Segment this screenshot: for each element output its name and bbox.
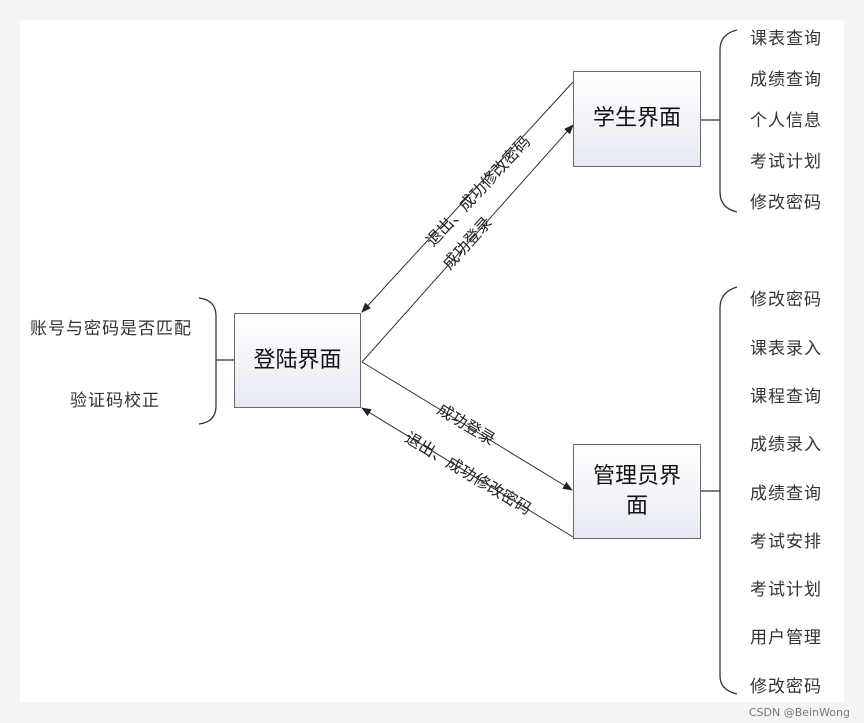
edge-admin-to-login — [361, 407, 574, 538]
admin-node-label: 管理员界面 — [592, 463, 681, 519]
diagram-canvas — [20, 20, 844, 702]
admin-item: 考试安排 — [750, 532, 822, 552]
edge-login-to-student — [361, 124, 574, 363]
student-node-label: 学生界面 — [592, 106, 681, 132]
watermark: CSDN @BeinWong — [748, 706, 850, 719]
student-node: 学生界面 — [573, 71, 701, 167]
student-item: 课表查询 — [750, 29, 822, 49]
admin-item: 成绩查询 — [750, 484, 822, 504]
student-items-brace — [719, 29, 738, 213]
login-check-item: 验证码校正 — [70, 391, 160, 411]
login-node: 登陆界面 — [234, 313, 361, 408]
admin-item: 修改密码 — [750, 290, 822, 310]
login-node-label: 登陆界面 — [253, 347, 342, 373]
student-item: 考试计划 — [750, 152, 822, 172]
admin-item: 课表录入 — [750, 339, 822, 359]
student-item: 成绩查询 — [750, 70, 822, 90]
login-checks-brace — [198, 297, 217, 425]
edge-login-to-admin — [361, 361, 573, 491]
student-item: 修改密码 — [750, 193, 822, 213]
admin-items-brace — [719, 286, 738, 695]
admin-item: 成绩录入 — [750, 435, 822, 455]
admin-item: 修改密码 — [750, 677, 822, 697]
admin-item: 课程查询 — [750, 387, 822, 407]
admin-item: 考试计划 — [750, 580, 822, 600]
admin-item: 用户管理 — [750, 628, 822, 648]
edge-student-to-login — [361, 81, 574, 313]
login-check-item: 账号与密码是否匹配 — [30, 319, 192, 339]
admin-node: 管理员界面 — [573, 444, 701, 539]
student-item: 个人信息 — [750, 111, 822, 131]
